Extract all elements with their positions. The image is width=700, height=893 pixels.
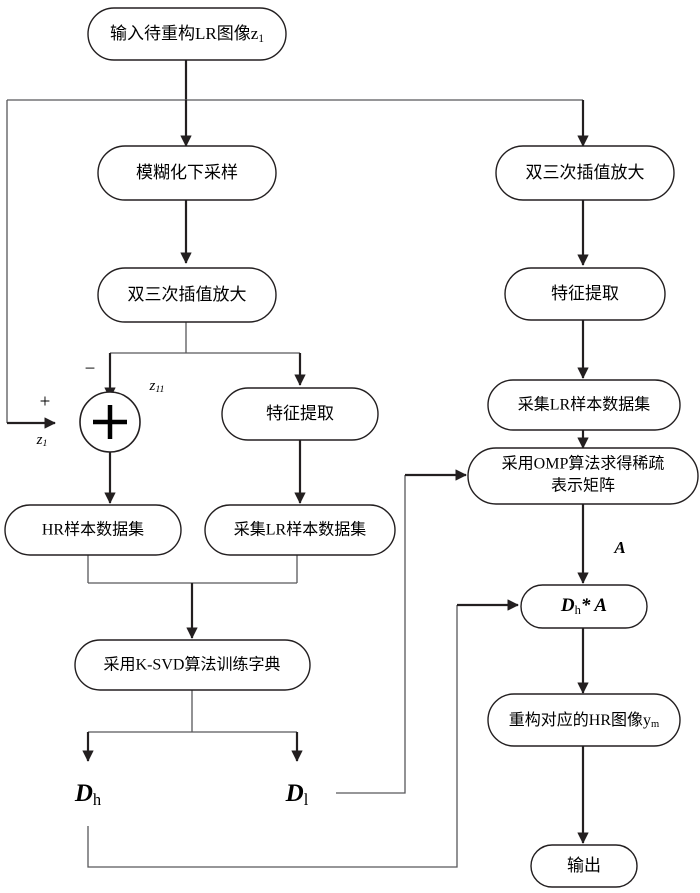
dict-high-label: Dh — [74, 780, 102, 809]
dict-low-label: Dl — [285, 780, 309, 809]
node-ksvd-train-label: 采用K-SVD算法训练字典 — [104, 655, 281, 674]
edge-dh-route — [87, 605, 458, 868]
node-lr-sample-set-right-shape — [487, 379, 681, 431]
node-lr-sample-set-left-shape — [204, 504, 396, 556]
node-hr-sample-set[interactable]: HR样本数据集 — [4, 504, 182, 556]
node-dh-times-a[interactable]: Dh* A — [520, 584, 648, 629]
node-output-shape — [530, 844, 638, 888]
node-feature-extract-right-shape — [504, 267, 666, 321]
node-feature-extract-left-shape — [221, 387, 379, 441]
node-bicubic-left-shape — [97, 267, 277, 323]
node-input-shape — [87, 7, 287, 61]
node-reconstruct-hr-label: 重构对应的HR图像ym — [509, 710, 660, 731]
node-output[interactable]: 输出 — [530, 844, 638, 888]
sign-plus-label: + — [40, 391, 51, 412]
node-hr-sample-set-shape — [4, 504, 182, 556]
node-lr-sample-set-right-label: 采集LR样本数据集 — [518, 396, 650, 414]
node-omp-sparse[interactable]: 采用OMP算法求得稀疏 表示矩阵 — [467, 447, 699, 505]
node-hr-sample-set-label: HR样本数据集 — [42, 521, 144, 539]
sign-minus-label: − — [85, 358, 96, 379]
node-output-label: 输出 — [567, 856, 601, 875]
node-bicubic-right-label: 双三次插值放大 — [526, 163, 645, 182]
node-dh-times-a-label: Dh* A — [560, 595, 607, 617]
node-lr-sample-set-left[interactable]: 采集LR样本数据集 — [204, 504, 396, 556]
var-z1-label: z1 — [36, 432, 48, 449]
node-ksvd-train[interactable]: 采用K-SVD算法训练字典 — [74, 639, 311, 691]
edge-dl-route-a — [336, 768, 406, 794]
node-lr-sample-set-left-label: 采集LR样本数据集 — [234, 521, 366, 539]
node-lr-sample-set-right[interactable]: 采集LR样本数据集 — [487, 379, 681, 431]
node-reconstruct-hr-shape — [487, 693, 681, 747]
node-omp-sparse-label-line2: 表示矩阵 — [551, 477, 615, 495]
node-dh-times-a-shape — [520, 584, 648, 629]
node-input-label: 输入待重构LR图像z1 — [110, 24, 264, 45]
node-feature-extract-right[interactable]: 特征提取 — [504, 267, 666, 321]
node-omp-sparse-label-line1: 采用OMP算法求得稀疏 — [502, 454, 665, 473]
node-bicubic-right[interactable]: 双三次插值放大 — [495, 145, 675, 201]
node-blur-downsample-label: 模糊化下采样 — [136, 163, 238, 182]
node-input[interactable]: 输入待重构LR图像z1 — [87, 7, 287, 61]
node-summation[interactable] — [79, 391, 141, 453]
var-a-label: A — [613, 538, 625, 557]
node-feature-extract-left[interactable]: 特征提取 — [221, 387, 379, 441]
node-bicubic-left-label: 双三次插值放大 — [128, 285, 247, 304]
node-reconstruct-hr[interactable]: 重构对应的HR图像ym — [487, 693, 681, 747]
var-z11-label: z11 — [149, 378, 165, 395]
node-blur-downsample[interactable]: 模糊化下采样 — [97, 145, 277, 201]
node-bicubic-right-shape — [495, 145, 675, 201]
node-omp-sparse-shape — [467, 447, 699, 505]
node-feature-extract-right-label: 特征提取 — [551, 284, 619, 303]
node-bicubic-left[interactable]: 双三次插值放大 — [97, 267, 277, 323]
node-ksvd-train-shape — [74, 639, 311, 691]
node-blur-downsample-shape — [97, 145, 277, 201]
node-feature-extract-left-label: 特征提取 — [266, 404, 334, 423]
